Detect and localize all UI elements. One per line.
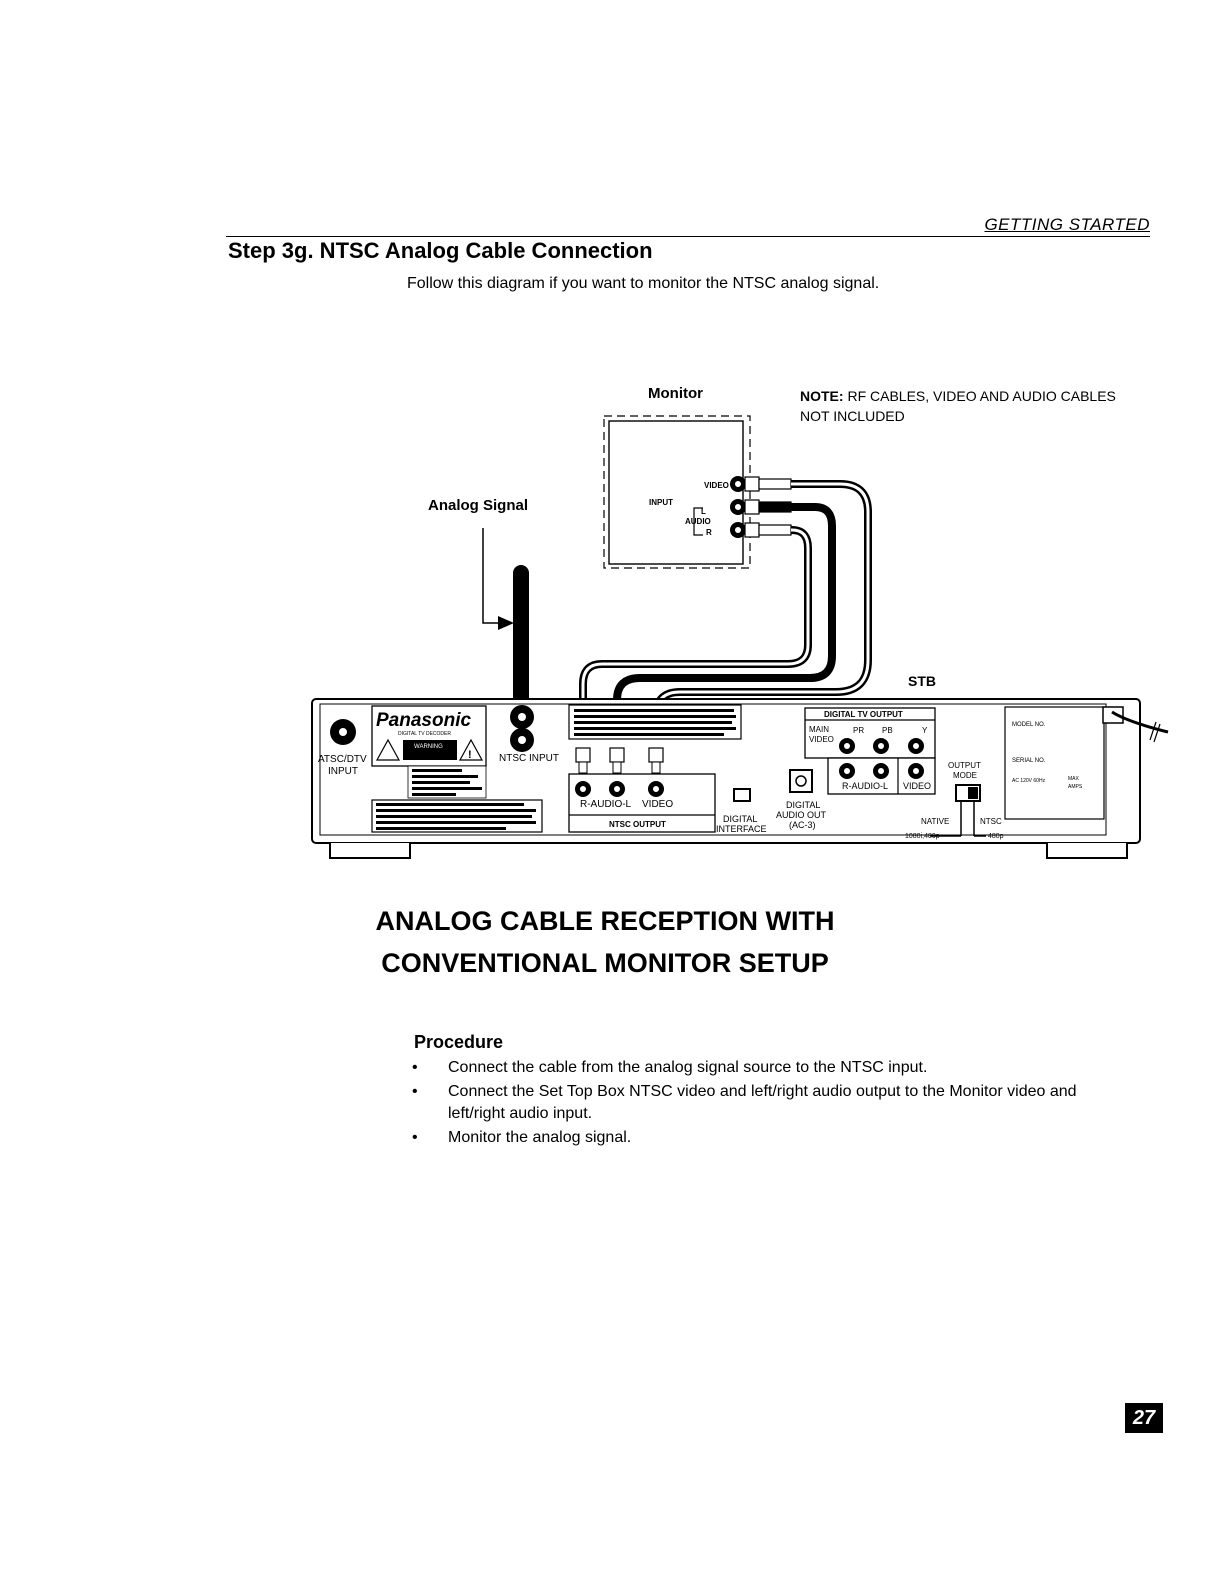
power-label: AC 120V 60Hz bbox=[1012, 778, 1046, 784]
procedure-step: Connect the Set Top Box NTSC video and l… bbox=[410, 1081, 1110, 1125]
ntsc-output-audio-left-plug bbox=[609, 747, 625, 797]
output-mode-switch-knob bbox=[968, 787, 978, 799]
monitor-panel bbox=[608, 420, 744, 565]
digital-tv-output-label: DIGITAL TV OUTPUT bbox=[824, 710, 903, 719]
digital-interface-port bbox=[733, 788, 751, 802]
ntsc-output-video-plug bbox=[648, 747, 664, 797]
ntsc-input-jack-center bbox=[518, 713, 526, 721]
digital-video-jack bbox=[908, 763, 924, 779]
manufacturer-fine-print bbox=[407, 765, 487, 799]
serial-no-label: SERIAL NO. bbox=[1012, 758, 1046, 764]
lightning-warning-icon bbox=[375, 738, 401, 761]
y-label: Y bbox=[922, 726, 928, 735]
pb-label: PB bbox=[882, 726, 893, 735]
stb-left-foot bbox=[329, 843, 411, 859]
page-number: 27 bbox=[1125, 1403, 1163, 1433]
atsc-label-2: INPUT bbox=[328, 766, 358, 777]
monitor-outline bbox=[603, 415, 751, 569]
analog-signal-label: Analog Signal bbox=[428, 497, 528, 514]
monitor-left-label: L bbox=[701, 507, 706, 516]
monitor-audio-right-jack bbox=[730, 522, 792, 538]
power-cord-socket bbox=[1102, 706, 1124, 724]
output-mode-label-2: MODE bbox=[953, 771, 977, 780]
audio-bracket bbox=[693, 507, 703, 536]
ntsc-output-audio-label: R-AUDIO-L bbox=[580, 799, 632, 810]
rating-plate bbox=[1004, 706, 1105, 820]
ntsc-output-video-label: VIDEO bbox=[642, 799, 673, 810]
header-rule bbox=[226, 236, 1150, 237]
digital-interface-label-1: DIGITAL bbox=[723, 814, 757, 824]
component-pr-jack bbox=[908, 738, 924, 754]
power-cord bbox=[1111, 710, 1169, 734]
main-title: ANALOG CABLE RECEPTION WITH CONVENTIONAL… bbox=[240, 900, 970, 984]
main-title-line-1: ANALOG CABLE RECEPTION WITH bbox=[375, 906, 835, 936]
fcc-notice bbox=[568, 704, 742, 740]
ntsc-input-label: NTSC INPUT bbox=[499, 753, 559, 764]
procedure-step: Connect the cable from the analog signal… bbox=[410, 1057, 1110, 1079]
step-title: Step 3g. NTSC Analog Cable Connection bbox=[228, 238, 653, 263]
stb-right-foot bbox=[1046, 843, 1128, 859]
ntsc-resolution: 480p bbox=[988, 833, 1004, 840]
audio-left-cable bbox=[613, 503, 836, 748]
brand-logo: Panasonic bbox=[376, 710, 471, 731]
pr-label: PR bbox=[853, 726, 864, 735]
digital-interface-label-2: INTERFACE bbox=[716, 824, 767, 834]
warning-label: WARNING bbox=[414, 744, 443, 750]
main-video-label: MAIN bbox=[809, 725, 829, 734]
monitor-label: Monitor bbox=[648, 385, 703, 402]
digital-audio-label-1: DIGITAL bbox=[786, 800, 820, 810]
output-mode-label-1: OUTPUT bbox=[948, 761, 981, 770]
main-video-label-2: VIDEO bbox=[809, 735, 834, 744]
monitor-video-label: VIDEO bbox=[704, 481, 729, 490]
ntsc-output-block bbox=[568, 773, 716, 833]
section-header: GETTING STARTED bbox=[984, 215, 1150, 234]
digital-audio-label-2: AUDIO OUT bbox=[776, 810, 827, 820]
procedure-step: Monitor the analog signal. bbox=[410, 1127, 1110, 1149]
amps-label: AMPS bbox=[1068, 784, 1083, 790]
atsc-input-jack-center bbox=[339, 728, 347, 736]
license-fine-print bbox=[371, 799, 543, 833]
procedure-list: Connect the cable from the analog signal… bbox=[410, 1057, 1110, 1151]
intro-text: Follow this diagram if you want to monit… bbox=[407, 275, 880, 292]
component-pb-jack bbox=[873, 738, 889, 754]
digital-audio-port-center bbox=[795, 775, 807, 787]
signal-pointer-line bbox=[482, 528, 498, 624]
native-label: NATIVE bbox=[921, 817, 949, 826]
native-resolution: 1080i,480p bbox=[905, 833, 940, 840]
ntsc-input-port-center bbox=[518, 736, 526, 744]
digital-audio-right-jack bbox=[839, 763, 855, 779]
monitor-video-jack bbox=[730, 476, 792, 492]
monitor-input-label: INPUT bbox=[649, 498, 673, 507]
power-cord-break bbox=[1149, 721, 1161, 743]
ntsc-output-audio-right-plug bbox=[575, 747, 591, 797]
monitor-right-label: R bbox=[706, 528, 712, 537]
atsc-label-1: ATSC/DTV bbox=[318, 754, 367, 765]
ntsc-output-label: NTSC OUTPUT bbox=[609, 820, 666, 829]
signal-pointer-arrow bbox=[498, 616, 514, 630]
caution-mark: ! bbox=[468, 749, 472, 761]
stb-label: STB bbox=[908, 673, 936, 689]
warning-box bbox=[403, 740, 457, 760]
procedure-heading: Procedure bbox=[414, 1032, 504, 1052]
audio-right-cable-core bbox=[581, 528, 810, 748]
decoder-label: DIGITAL TV DECODER bbox=[398, 731, 451, 737]
model-no-label: MODEL NO. bbox=[1012, 722, 1046, 728]
max-label: MAX bbox=[1068, 776, 1080, 782]
ntsc-mode-label: NTSC bbox=[980, 817, 1002, 826]
main-title-line-2: CONVENTIONAL MONITOR SETUP bbox=[381, 948, 829, 978]
monitor-audio-left-jack bbox=[730, 499, 792, 515]
signal-cable bbox=[513, 565, 529, 713]
note-line-1: NOTE: RF CABLES, VIDEO AND AUDIO CABLES bbox=[800, 388, 1116, 404]
caution-warning-icon bbox=[458, 738, 484, 761]
component-y-jack bbox=[839, 738, 855, 754]
note-line-2: NOT INCLUDED bbox=[800, 408, 905, 424]
monitor-audio-label: AUDIO bbox=[685, 517, 711, 526]
stb-panel bbox=[319, 703, 1107, 836]
digital-audio-jacks-label: R-AUDIO-L bbox=[842, 781, 888, 791]
digital-video-jack-label: VIDEO bbox=[903, 781, 931, 791]
digital-audio-left-jack bbox=[873, 763, 889, 779]
digital-audio-label-3: (AC-3) bbox=[789, 820, 816, 830]
